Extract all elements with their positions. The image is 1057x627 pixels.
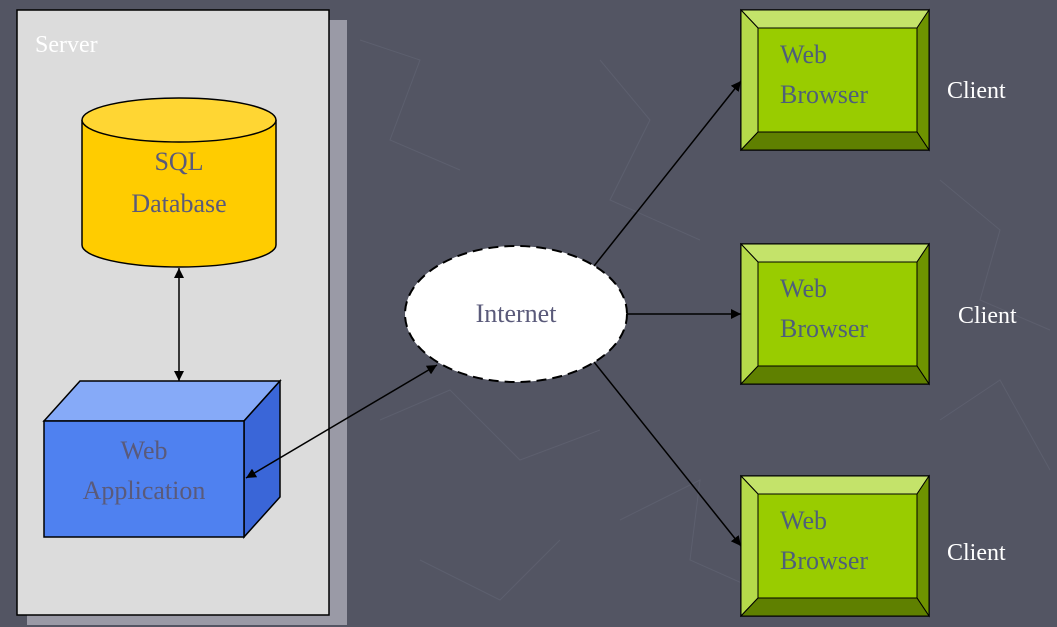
browser-2-label-line1: Web	[780, 274, 827, 303]
web-browser-2: Web Browser	[739, 242, 930, 386]
internet-browser1-connector	[593, 80, 742, 267]
browser-1-label-line2: Browser	[780, 80, 868, 109]
client-2-label: Client	[958, 303, 1017, 329]
internet-label: Internet	[476, 299, 558, 328]
web-application-label-line1: Web	[121, 436, 168, 465]
web-browser-1: Web Browser	[739, 8, 930, 152]
app-internet-connector	[245, 364, 438, 479]
browser-3-label-line1: Web	[780, 506, 827, 535]
web-application: Web Application	[42, 379, 282, 539]
server-label: Server	[35, 32, 98, 58]
client-1-label: Client	[947, 78, 1006, 104]
internet-browser3-connector	[593, 361, 742, 547]
sql-database: SQL Database	[81, 97, 277, 268]
web-application-label-line2: Application	[83, 476, 206, 505]
client-3-label: Client	[947, 540, 1006, 566]
internet-cloud: Internet	[404, 245, 628, 383]
browser-3-label-line2: Browser	[780, 546, 868, 575]
database-label-line1: SQL	[154, 147, 203, 176]
database-label-line2: Database	[131, 189, 226, 218]
web-browser-3: Web Browser	[739, 474, 930, 618]
browser-1-label-line1: Web	[780, 40, 827, 69]
browser-2-label-line2: Browser	[780, 314, 868, 343]
